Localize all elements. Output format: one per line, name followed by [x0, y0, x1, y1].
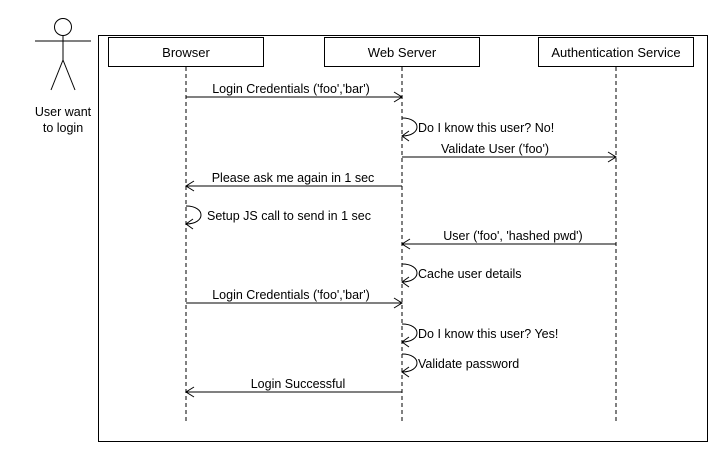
self-message-arrow-10 — [401, 353, 418, 373]
arrowhead-1 — [393, 91, 403, 103]
diagram-frame — [98, 35, 708, 442]
actor-right-leg — [62, 59, 76, 91]
self-message-arrow-7 — [401, 263, 418, 283]
arrowhead-6 — [401, 238, 411, 250]
participant-label-auth-service: Authentication Service — [551, 45, 680, 60]
arrowhead-4 — [185, 180, 195, 192]
self-message-arrow-9 — [401, 323, 418, 343]
actor-left-leg — [50, 59, 64, 91]
arrowhead-5 — [185, 218, 194, 230]
message-label-4: Please ask me again in 1 sec — [212, 171, 375, 185]
actor-user — [35, 18, 91, 91]
participant-box-web-server — [324, 37, 480, 67]
participant-label-web-server: Web Server — [368, 45, 437, 60]
message-label-5: Setup JS call to send in 1 sec — [207, 209, 371, 223]
arrowhead-11 — [185, 386, 195, 398]
arrowhead-7 — [401, 276, 410, 288]
arrowhead-2 — [401, 130, 410, 142]
message-label-6: User ('foo', 'hashed pwd') — [443, 229, 582, 243]
message-label-11: Login Successful — [251, 377, 346, 391]
message-label-10: Validate password — [418, 357, 519, 371]
arrowhead-8 — [393, 297, 403, 309]
self-message-arrow-2 — [401, 117, 418, 137]
arrowhead-10 — [401, 366, 410, 378]
message-label-9: Do I know this user? Yes! — [418, 327, 558, 341]
message-label-8: Login Credentials ('foo','bar') — [212, 288, 370, 302]
arrowhead-3 — [607, 151, 617, 163]
message-label-7: Cache user details — [418, 267, 522, 281]
participant-label-browser: Browser — [162, 45, 210, 60]
message-label-1: Login Credentials ('foo','bar') — [212, 82, 370, 96]
participant-box-browser — [108, 37, 264, 67]
message-label-2: Do I know this user? No! — [418, 121, 554, 135]
actor-head — [54, 18, 72, 36]
actor-label-line1: User want — [35, 105, 92, 119]
self-message-arrow-5 — [185, 205, 202, 225]
actor-label-line2: to login — [43, 121, 83, 135]
arrowhead-9 — [401, 336, 410, 348]
message-label-3: Validate User ('foo') — [441, 142, 549, 156]
participant-box-auth-service — [538, 37, 694, 67]
